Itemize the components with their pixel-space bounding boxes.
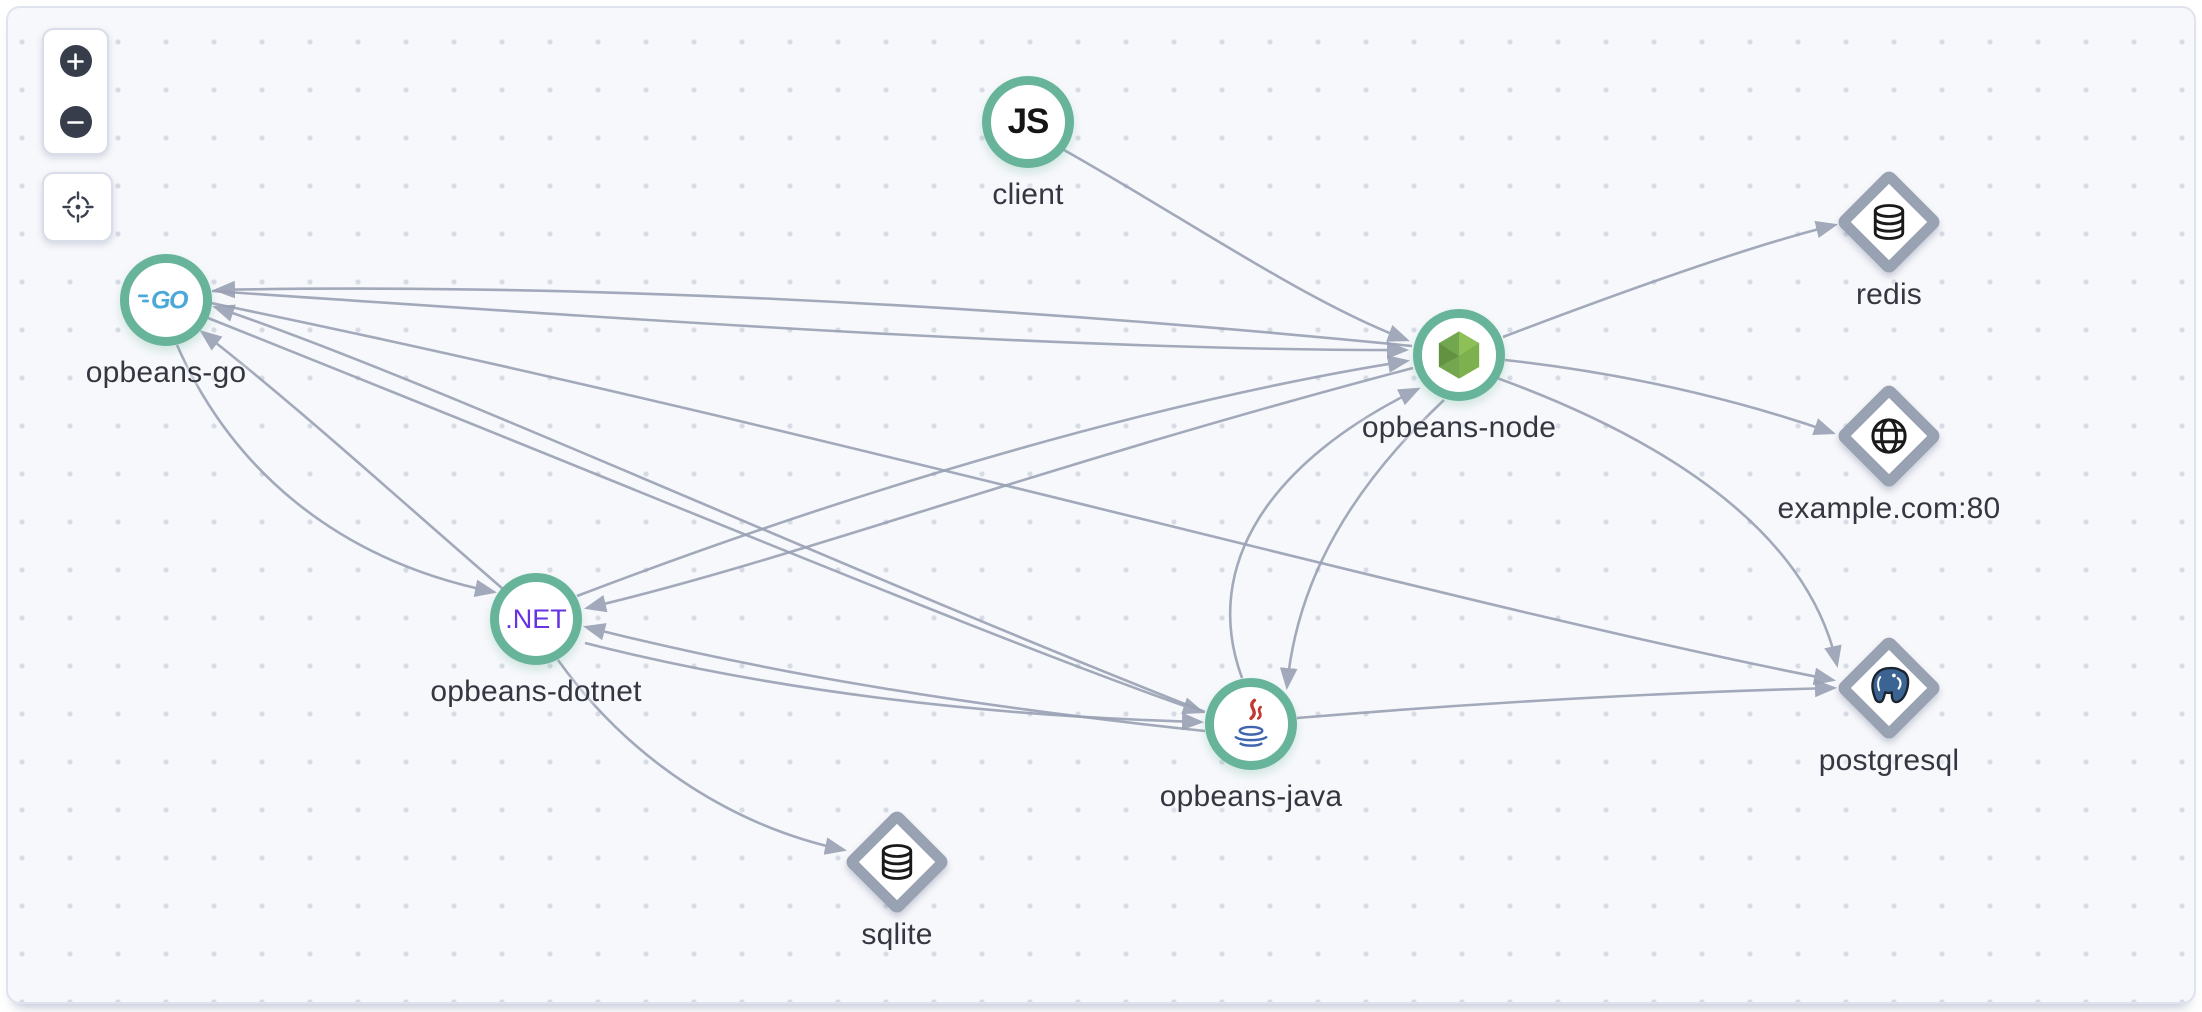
- plus-icon: [67, 52, 84, 70]
- go-icon: GO: [138, 287, 190, 315]
- node-label-example.com:80: example.com:80: [1777, 492, 2001, 525]
- minus-icon: [67, 120, 84, 124]
- edge-opbeans-node-to-postgresql: [1496, 376, 1842, 669]
- zoom-in-button[interactable]: [59, 45, 92, 77]
- node-label-client: client: [992, 178, 1064, 211]
- service-node-opbeans-node[interactable]: opbeans-node: [1362, 309, 1556, 444]
- edge-opbeans-dotnet-to-opbeans-java: [584, 641, 1205, 731]
- edge-opbeans-node-to-opbeans-go: [212, 280, 1413, 348]
- node-label-opbeans-java: opbeans-java: [1159, 780, 1343, 813]
- dependency-diamond[interactable]: [1835, 382, 1943, 490]
- service-circle[interactable]: GO: [120, 254, 212, 346]
- edge-opbeans-node-to-redis: [1502, 220, 1839, 339]
- service-node-opbeans-go[interactable]: GO opbeans-go: [86, 254, 246, 389]
- edge-opbeans-dotnet-to-opbeans-node: [576, 355, 1411, 598]
- database-icon: [1873, 204, 1905, 240]
- node-label-sqlite: sqlite: [861, 918, 933, 951]
- zoom-out-button[interactable]: [59, 106, 92, 138]
- dependency-node-sqlite[interactable]: sqlite: [843, 808, 951, 951]
- service-circle[interactable]: [1205, 678, 1297, 770]
- crosshair-icon: [61, 191, 94, 223]
- edge-opbeans-go-to-opbeans-java: [207, 316, 1205, 715]
- zoom-controls-panel: [42, 28, 109, 155]
- dependency-diamond[interactable]: [843, 808, 951, 916]
- globe-icon: [1871, 418, 1907, 454]
- java-icon: [1234, 698, 1268, 747]
- node-label-opbeans-node: opbeans-node: [1361, 411, 1557, 444]
- edge-opbeans-go-to-opbeans-dotnet: [175, 344, 498, 597]
- edge-opbeans-node-to-example.com:80: [1504, 358, 1836, 436]
- dependency-node-redis[interactable]: redis: [1835, 168, 1943, 311]
- node-label-redis: redis: [1855, 278, 1923, 311]
- service-circle[interactable]: JS: [982, 76, 1074, 168]
- postgres-icon: [1871, 666, 1910, 704]
- edge-client-to-opbeans-node: [1063, 148, 1410, 342]
- js-icon: JS: [1007, 102, 1050, 141]
- edge-opbeans-dotnet-to-opbeans-go: [199, 330, 504, 590]
- edge-opbeans-java-to-opbeans-node: [1228, 387, 1421, 679]
- dependency-diamond[interactable]: [1835, 634, 1943, 742]
- service-circle[interactable]: [1413, 309, 1505, 401]
- nodejs-icon: [1438, 331, 1480, 379]
- recenter-panel: [42, 172, 113, 242]
- node-label-opbeans-dotnet: opbeans-dotnet: [430, 675, 642, 708]
- edge-opbeans-go-to-postgresql: [210, 301, 1837, 686]
- svg-text:GO: GO: [151, 287, 189, 315]
- edge-opbeans-go-to-opbeans-node: [211, 289, 1410, 359]
- database-icon: [881, 844, 913, 880]
- node-label-opbeans-go: opbeans-go: [85, 356, 247, 389]
- edge-opbeans-node-to-opbeans-dotnet: [583, 366, 1414, 613]
- edge-opbeans-dotnet-to-sqlite: [556, 659, 848, 855]
- node-label-postgresql: postgresql: [1818, 744, 1960, 777]
- dependency-node-example.com:80[interactable]: example.com:80: [1778, 382, 2000, 525]
- dotnet-icon: .NET: [505, 603, 567, 634]
- dependency-node-postgresql[interactable]: postgresql: [1819, 634, 1959, 777]
- service-node-opbeans-java[interactable]: opbeans-java: [1160, 678, 1342, 813]
- service-node-opbeans-dotnet[interactable]: .NET opbeans-dotnet: [430, 573, 641, 708]
- service-node-client[interactable]: JS client: [982, 76, 1074, 211]
- edge-opbeans-java-to-postgresql: [1296, 679, 1838, 720]
- edge-opbeans-node-to-opbeans-java: [1279, 399, 1445, 691]
- center-map-button[interactable]: [59, 188, 97, 226]
- dependency-diamond[interactable]: [1835, 168, 1943, 276]
- edge-opbeans-java-to-opbeans-go: [212, 304, 1206, 714]
- service-circle[interactable]: .NET: [490, 573, 582, 665]
